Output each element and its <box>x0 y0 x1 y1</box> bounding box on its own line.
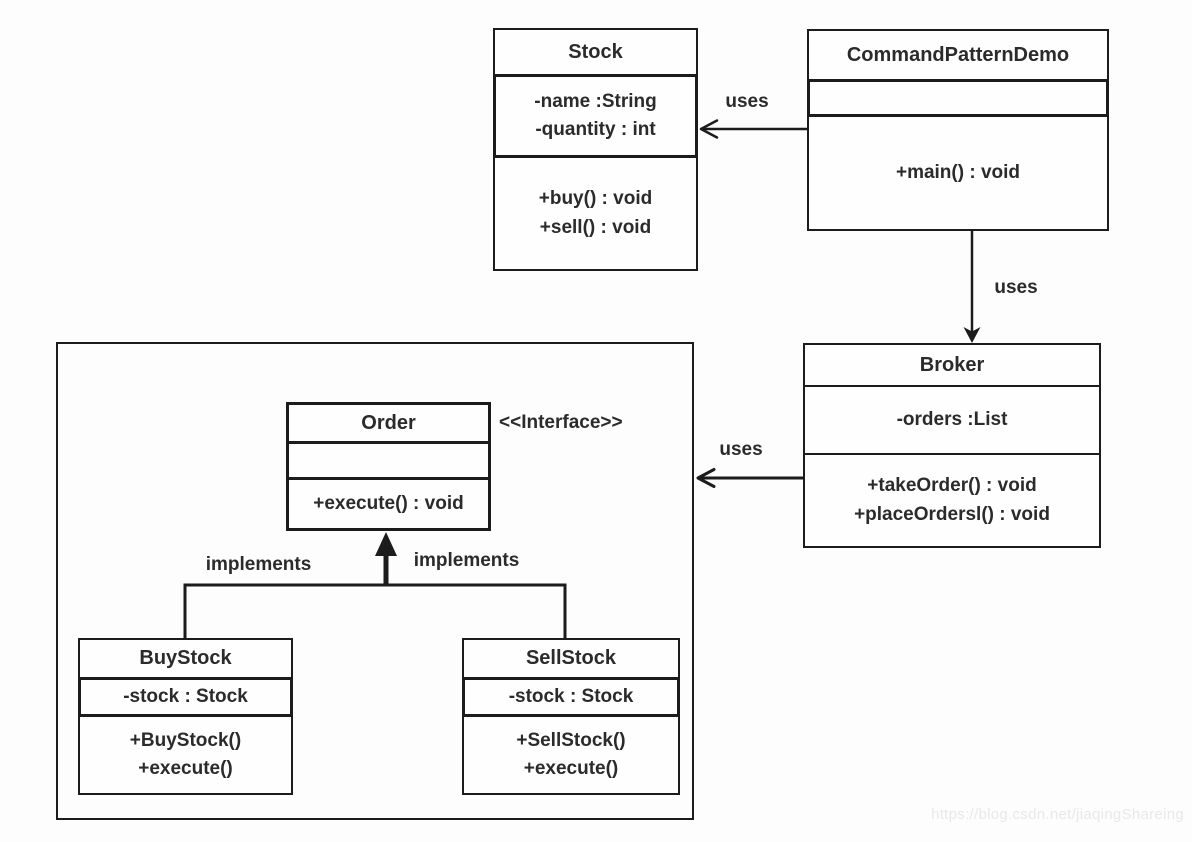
class-stock-methods: +buy() : void +sell() : void <box>495 158 696 269</box>
class-command-pattern-demo-name: CommandPatternDemo <box>846 43 1070 66</box>
class-order-attributes <box>289 444 488 480</box>
uses-label-demo-broker: uses <box>994 277 1038 298</box>
uses-label-broker-order: uses <box>719 439 763 460</box>
method: +buy() : void <box>538 188 653 209</box>
method: +SellStock() <box>516 729 626 751</box>
order-stereotype-label: <<Interface>> <box>499 412 623 433</box>
attribute: -name :String <box>534 90 657 112</box>
class-stock-name: Stock <box>568 40 623 63</box>
uses-label-demo-stock: uses <box>725 91 769 112</box>
class-buy-stock-name: BuyStock <box>139 647 232 669</box>
method: +execute() : void <box>313 492 464 514</box>
method: +execute() <box>523 758 619 779</box>
method: +takeOrder() : void <box>867 475 1037 496</box>
class-order-name: Order <box>289 405 488 444</box>
attribute: -stock : Stock <box>123 685 248 707</box>
class-command-pattern-demo: CommandPatternDemo +main() : void <box>807 29 1109 231</box>
class-sell-stock-name: SellStock <box>525 647 617 669</box>
class-command-pattern-demo-attributes <box>807 79 1109 117</box>
class-stock: Stock -name :String -quantity : int +buy… <box>493 28 698 271</box>
method: +BuyStock() <box>129 729 242 751</box>
implements-label-sellstock: implements <box>413 550 520 571</box>
watermark: https://blog.csdn.net/jiaqingShareing <box>931 806 1184 823</box>
method: +sell() : void <box>539 216 652 238</box>
uses-arrow-demo-to-broker <box>963 231 981 343</box>
method: +main() : void <box>895 161 1021 183</box>
command-group-frame <box>56 342 694 820</box>
class-sell-stock-attributes: -stock : Stock <box>462 677 680 717</box>
method: +execute() <box>138 758 233 779</box>
implements-label-buystock: implements <box>205 554 312 575</box>
uses-arrow-demo-to-stock <box>699 119 807 139</box>
class-broker-attributes: -orders :List <box>805 387 1099 455</box>
attribute: -orders :List <box>896 408 1008 430</box>
attribute: -stock : Stock <box>508 685 634 707</box>
class-sell-stock: SellStock -stock : Stock +SellStock() +e… <box>462 638 680 795</box>
implements-connector <box>183 532 567 641</box>
class-stock-attributes: -name :String -quantity : int <box>493 74 698 158</box>
class-buy-stock-methods: +BuyStock() +execute() <box>80 717 291 793</box>
attribute: -quantity : int <box>535 119 656 140</box>
class-broker-name: Broker <box>805 345 1099 387</box>
class-command-pattern-demo-methods: +main() : void <box>809 117 1107 229</box>
class-buy-stock: BuyStock -stock : Stock +BuyStock() +exe… <box>78 638 293 795</box>
class-buy-stock-attributes: -stock : Stock <box>78 677 293 717</box>
method: +placeOrdersl() : void <box>854 503 1050 525</box>
class-sell-stock-methods: +SellStock() +execute() <box>464 717 678 793</box>
uses-arrow-broker-to-order <box>696 468 803 488</box>
class-order-methods: +execute() : void <box>289 480 488 528</box>
class-broker: Broker -orders :List +takeOrder() : void… <box>803 343 1101 548</box>
class-broker-methods: +takeOrder() : void +placeOrdersl() : vo… <box>805 455 1099 546</box>
class-order: Order +execute() : void <box>286 402 491 531</box>
